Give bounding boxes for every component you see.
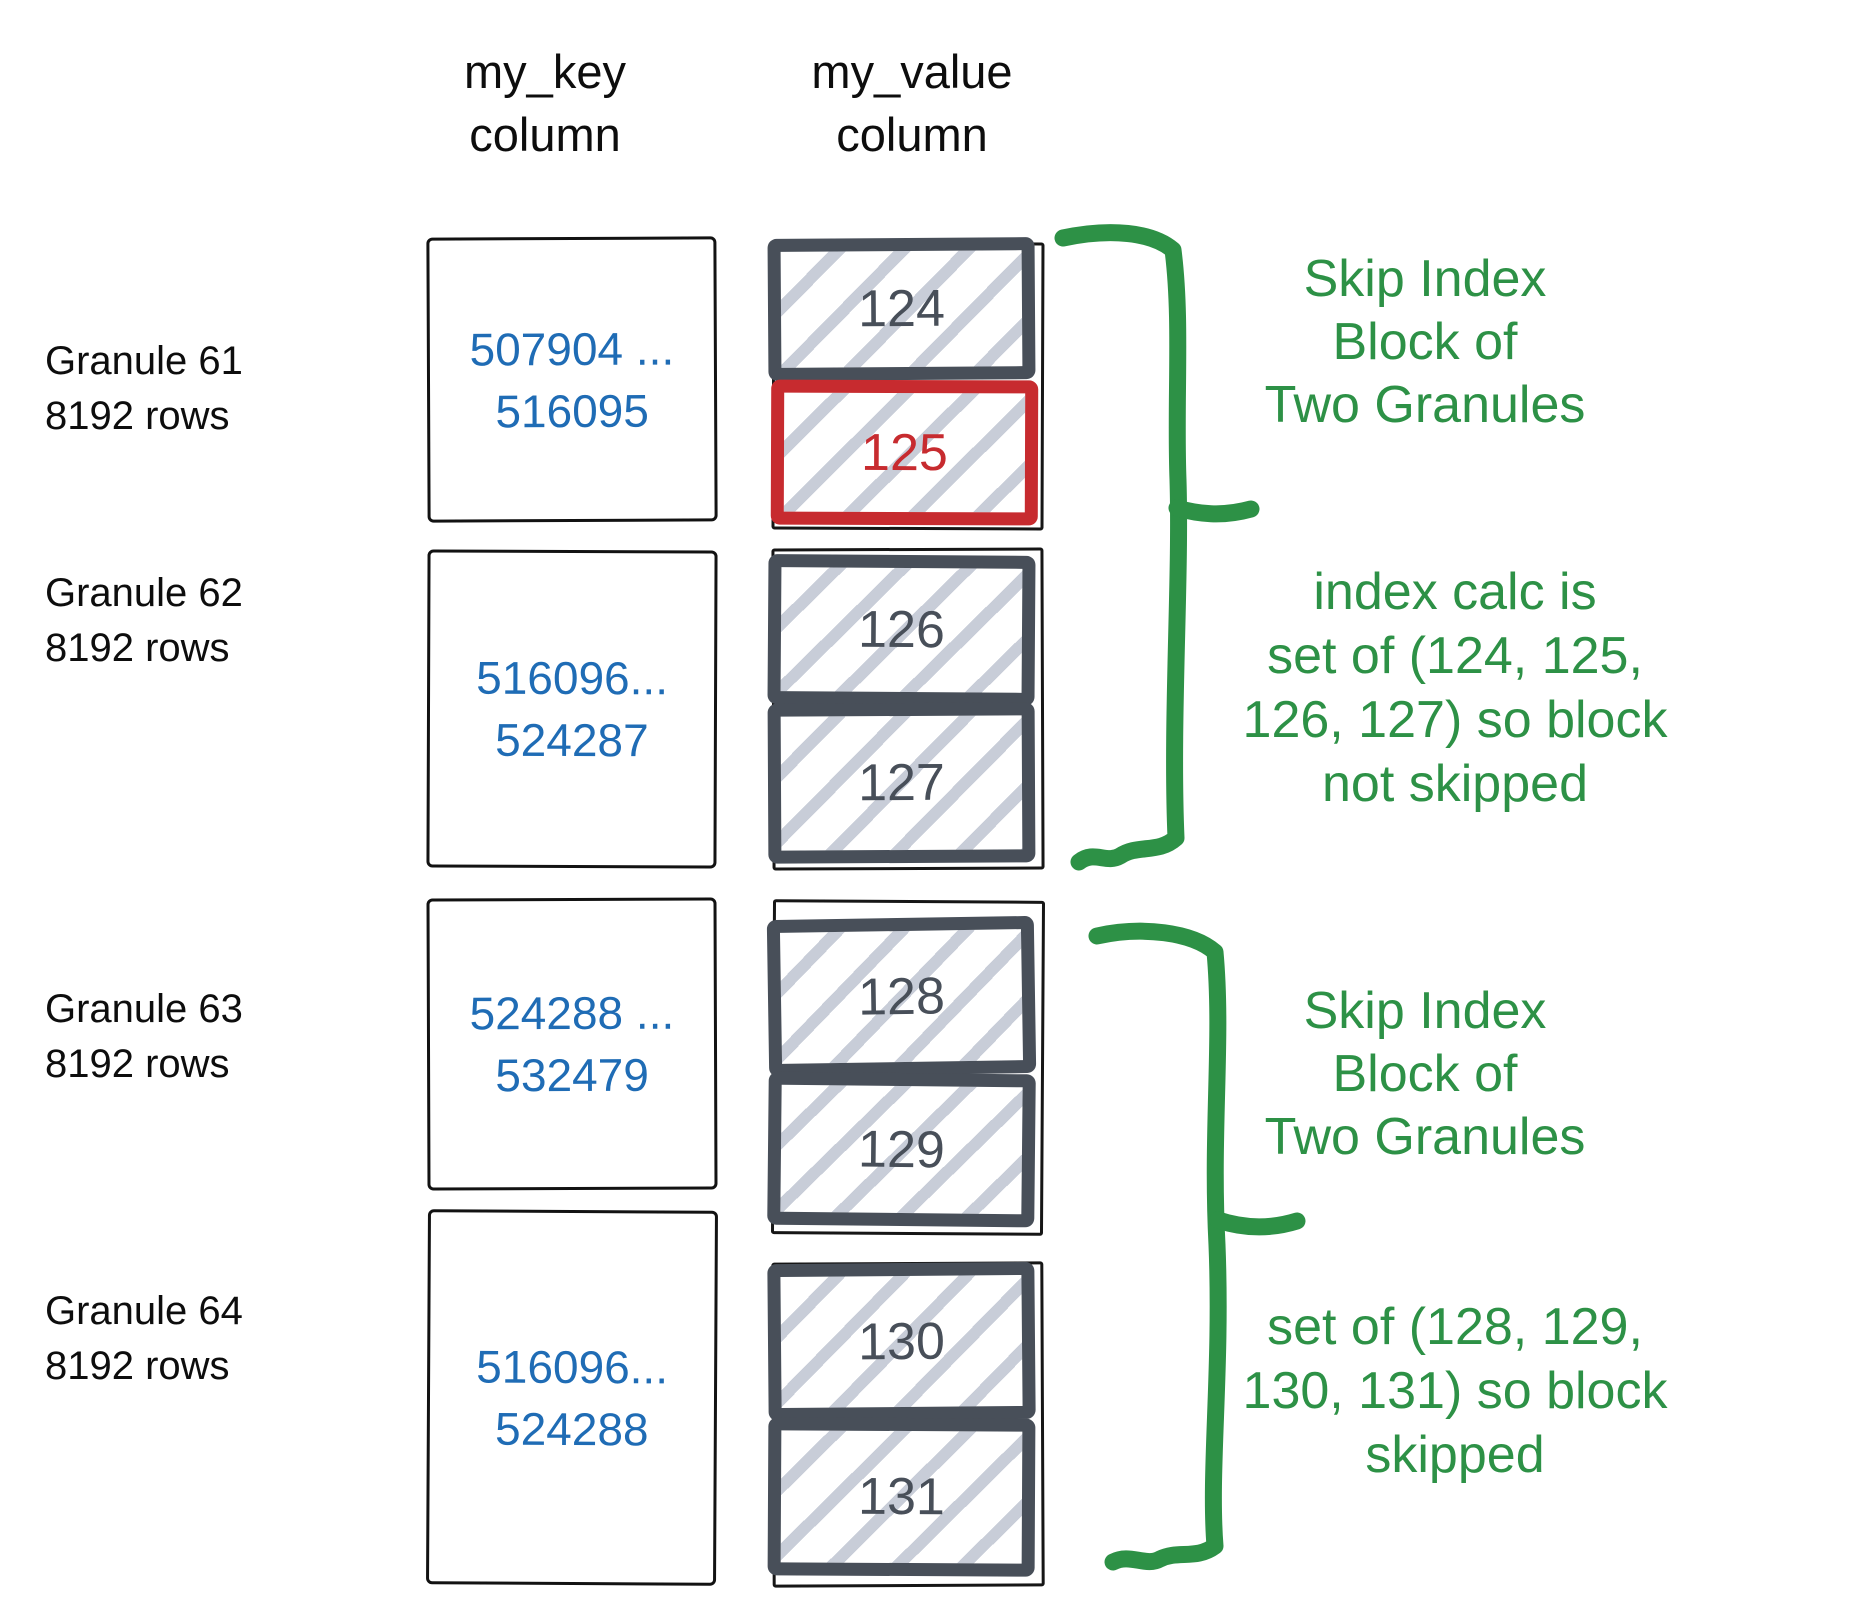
granule-64-key-box: 516096... 524288 — [426, 1209, 718, 1586]
value-block-number: 126 — [857, 600, 946, 660]
header-line: my_value — [811, 45, 1013, 98]
key-range-start: 507904 ... — [469, 322, 675, 375]
value-block-125-highlighted: 125 — [770, 379, 1039, 526]
key-range-start: 516096... — [476, 1339, 669, 1394]
annotation-line: Block of — [1332, 313, 1518, 371]
skip-block-brace-top-nub — [1168, 499, 1260, 523]
value-block-124: 124 — [767, 237, 1036, 381]
annotation-skip-block-1-detail: index calc is set of (124, 125, 126, 127… — [1165, 560, 1745, 816]
key-range-start: 516096... — [476, 651, 669, 705]
value-block-128: 128 — [766, 915, 1037, 1078]
key-range-end: 524288 — [494, 1402, 649, 1455]
granule-name: Granule 61 — [45, 339, 243, 383]
granule-63-key-box: 524288 ... 532479 — [426, 897, 718, 1191]
granule-name: Granule 63 — [45, 987, 243, 1031]
header-line: column — [469, 108, 621, 161]
value-block-126: 126 — [767, 554, 1036, 706]
granule-64-label: Granule 64 8192 rows — [45, 1284, 345, 1394]
value-block-130: 130 — [767, 1261, 1036, 1422]
key-range-end: 516095 — [495, 384, 649, 437]
annotation-line: Skip Index — [1303, 982, 1547, 1040]
annotation-line: index calc is — [1313, 563, 1597, 621]
granule-rowcount: 8192 rows — [45, 626, 230, 670]
annotation-line: not skipped — [1322, 755, 1588, 813]
value-block-129: 129 — [767, 1071, 1036, 1228]
granule-61-label: Granule 61 8192 rows — [45, 334, 345, 444]
granule-rowcount: 8192 rows — [45, 1042, 230, 1086]
key-range-start: 524288 ... — [469, 986, 675, 1040]
annotation-line: Skip Index — [1303, 250, 1547, 308]
value-block-127: 127 — [767, 702, 1036, 864]
annotation-line: 126, 127) so block — [1242, 691, 1668, 749]
annotation-line: Two Granules — [1264, 376, 1586, 434]
value-block-number: 124 — [857, 279, 946, 339]
annotation-line: Two Granules — [1264, 1108, 1586, 1166]
granule-61-key-box: 507904 ... 516095 — [426, 236, 718, 523]
granule-name: Granule 64 — [45, 1289, 243, 1333]
header-line: column — [836, 108, 988, 161]
annotation-line: Block of — [1332, 1045, 1518, 1103]
header-line: my_key — [464, 45, 626, 98]
granule-name: Granule 62 — [45, 571, 243, 615]
column-header-my-value: my_value column — [742, 40, 1082, 166]
annotation-line: set of (124, 125, — [1267, 627, 1643, 685]
column-header-my-key: my_key column — [375, 40, 715, 166]
skip-block-brace-bottom-nub — [1209, 1211, 1306, 1236]
granule-rowcount: 8192 rows — [45, 394, 230, 438]
value-block-number: 129 — [857, 1120, 946, 1179]
key-range-end: 532479 — [495, 1048, 649, 1102]
granule-62-key-box: 516096... 524287 — [426, 549, 718, 869]
value-block-number: 127 — [857, 753, 946, 813]
annotation-skip-block-2-title: Skip Index Block of Two Granules — [1165, 980, 1685, 1169]
annotation-line: set of (128, 129, — [1267, 1298, 1643, 1356]
skip-block-brace-top — [1054, 224, 1188, 871]
value-block-131: 131 — [767, 1417, 1036, 1577]
annotation-skip-block-2-detail: set of (128, 129, 130, 131) so block ski… — [1165, 1295, 1745, 1487]
value-block-number: 131 — [857, 1467, 946, 1527]
value-block-number: 130 — [857, 1312, 946, 1371]
annotation-skip-block-1-title: Skip Index Block of Two Granules — [1165, 248, 1685, 437]
granule-rowcount: 8192 rows — [45, 1344, 230, 1388]
annotation-line: skipped — [1365, 1426, 1545, 1484]
granule-63-label: Granule 63 8192 rows — [45, 982, 345, 1092]
key-range-end: 524287 — [495, 713, 649, 767]
value-block-number: 128 — [857, 966, 946, 1027]
granule-62-label: Granule 62 8192 rows — [45, 566, 345, 676]
annotation-line: 130, 131) so block — [1242, 1362, 1668, 1420]
value-block-number: 125 — [861, 423, 948, 482]
